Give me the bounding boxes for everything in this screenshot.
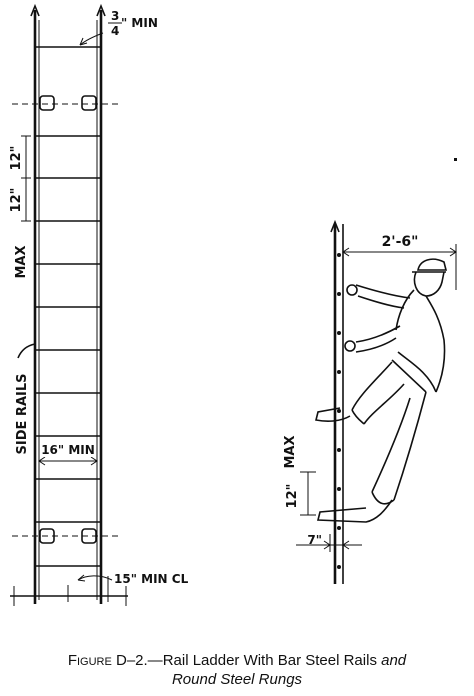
foot-clearance-label: 7" — [307, 533, 322, 547]
rung-spacing-label-1: 12" — [9, 146, 24, 171]
caption-prefix: Figure D–2.— — [68, 652, 163, 669]
rung-spacing-dimension: 12" 12" — [9, 135, 31, 222]
lower-bracket-right — [81, 528, 97, 544]
right-rung-spacing-dimension: 12" — [285, 471, 316, 516]
side-rails-label: SIDE RAILS — [15, 374, 30, 455]
upper-bracket-left — [39, 95, 55, 111]
ladder-front-view: 3 4 " MIN 12" 12" MAX SIDE RAILS 16" MIN — [9, 3, 189, 606]
side-rails-leader — [17, 343, 36, 359]
top-fraction-numerator: 3 — [111, 9, 119, 23]
foot-clearance-dimension: 7" — [296, 533, 362, 552]
reach-dimension: 2'-6" — [342, 234, 457, 290]
rung-spacing-label-2: 12" — [9, 188, 24, 213]
top-min-leader — [79, 32, 104, 46]
caption-line-2: Round Steel Rungs — [172, 671, 303, 688]
speck-mark — [454, 158, 457, 161]
reach-label: 2'-6" — [382, 234, 419, 250]
width-dimension: 16" MIN — [38, 442, 98, 466]
max-label-left: MAX — [14, 245, 29, 278]
rungs — [36, 46, 100, 567]
caption-main: Rail Ladder With Bar Steel Rails — [163, 652, 377, 669]
max-label-right: MAX — [283, 435, 298, 468]
side-view-rungs — [337, 253, 341, 569]
figure-caption: Figure D–2.—Rail Ladder With Bar Steel R… — [68, 652, 407, 688]
clearance-label: 15" MIN CL — [114, 572, 189, 586]
width-min-label: 16" MIN — [41, 443, 95, 457]
lower-bracket-left — [39, 528, 55, 544]
top-min-label: " MIN — [121, 16, 158, 30]
upper-bracket-right — [81, 95, 97, 111]
clearance-dimension: 15" MIN CL — [67, 572, 189, 602]
ladder-side-view: 2'-6" — [283, 158, 457, 584]
top-fraction-denominator: 4 — [111, 24, 119, 38]
caption-line-1: Figure D–2.—Rail Ladder With Bar Steel R… — [68, 652, 407, 669]
climber-figure — [315, 258, 448, 523]
right-rung-spacing-label: 12" — [285, 484, 300, 509]
caption-and: and — [381, 652, 407, 669]
